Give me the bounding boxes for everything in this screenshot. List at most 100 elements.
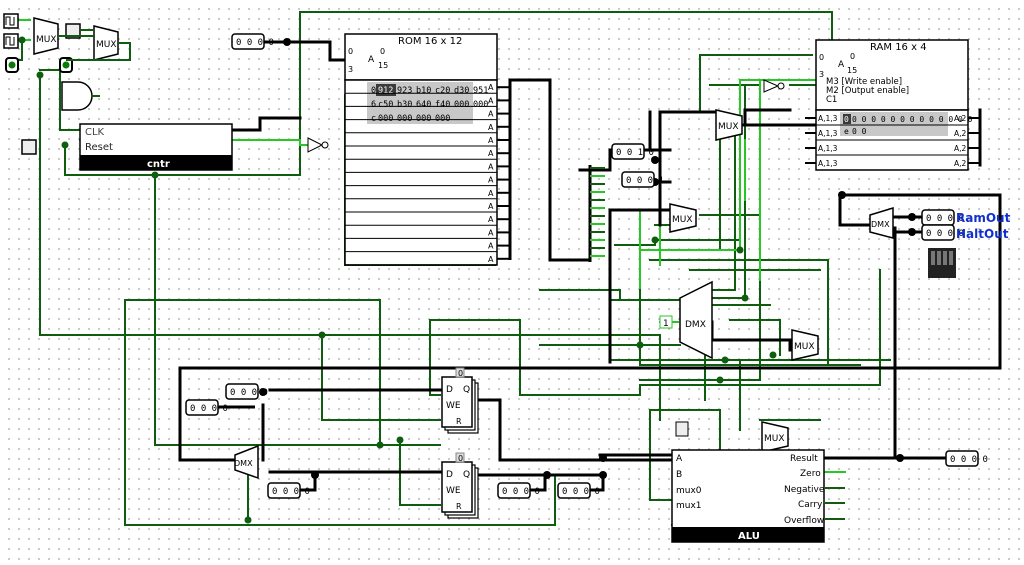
const-reg-in[interactable]: 0 0 0 0 bbox=[225, 383, 268, 400]
ram-addr-bits: 3 bbox=[819, 70, 824, 79]
clock-inputs[interactable] bbox=[3, 13, 19, 49]
rom-addr-bits: 3 bbox=[348, 65, 353, 74]
const-reg[interactable]: 0 0 0 0 bbox=[185, 399, 255, 416]
alu-out-zero: Zero bbox=[800, 469, 821, 479]
ramout-label: RamOut bbox=[956, 211, 1011, 225]
alu-input-b: B bbox=[676, 470, 682, 480]
rom-output-label: A bbox=[488, 228, 494, 237]
register-a-q: Q bbox=[463, 385, 470, 395]
const-c2[interactable]: 0 0 0 1 bbox=[621, 171, 664, 188]
register-a-d: D bbox=[446, 385, 453, 395]
ram-addr-a: A bbox=[838, 60, 845, 70]
rom-cell-2-0: 000 bbox=[378, 114, 393, 124]
ram-port-in-label: A,1,3 bbox=[818, 114, 838, 123]
ramout-output: 0 0 0 0 RamOut bbox=[921, 209, 1011, 226]
const-alu-b[interactable]: 0 0 0 0 bbox=[497, 482, 540, 499]
rom-output-label: A bbox=[488, 96, 494, 105]
rom-cell-0-3: c20 bbox=[435, 86, 450, 96]
alu-input-mux1: mux1 bbox=[676, 501, 702, 511]
register-b-d: D bbox=[446, 470, 453, 480]
ram-output-enable: M2 [Output enable] bbox=[826, 86, 909, 96]
rom-cell-0-4: d30 bbox=[454, 86, 469, 96]
const-alu-a[interactable]: 0 0 0 0 bbox=[557, 482, 600, 499]
rom-output-label: A bbox=[488, 136, 494, 145]
ram-port-in-label: A,1,3 bbox=[818, 144, 838, 153]
rom-cell-1-0: c50 bbox=[378, 100, 393, 110]
rom-range-hi: 15 bbox=[378, 61, 388, 70]
rom-output-label: A bbox=[488, 162, 494, 171]
alu-input-mux0: mux0 bbox=[676, 486, 702, 496]
rom-cell-2-2: 000 bbox=[416, 114, 431, 124]
ram-row1-addr: e bbox=[844, 127, 849, 136]
const-alu-a-value: 0 0 0 0 bbox=[562, 487, 600, 497]
rom-cell-1-2: 640 bbox=[416, 100, 431, 110]
ram-row1-data: 0 0 bbox=[852, 127, 867, 136]
rom-row-0-addr: 0 bbox=[371, 86, 376, 96]
const-reg-out[interactable]: 0 0 0 0 bbox=[267, 482, 310, 499]
mux-2: MUX bbox=[93, 25, 119, 61]
rom-cell-1-1: b30 bbox=[397, 100, 412, 110]
const-reg-in-value: 0 0 0 0 bbox=[230, 388, 268, 398]
ram-port-out-label: A,2 bbox=[954, 144, 967, 153]
ram-addr-zero: 0 bbox=[819, 53, 824, 62]
ram: RAM 16 x 4 0 3 A 0 15 M3 [Write enable] … bbox=[805, 39, 980, 171]
not-gate-ram bbox=[763, 79, 785, 93]
rom-addr-zero: 0 bbox=[348, 47, 353, 56]
dmx-output: DMX bbox=[869, 206, 894, 239]
mux-middle: MUX bbox=[669, 203, 697, 233]
ramout-value: 0 0 0 0 bbox=[926, 214, 964, 224]
mux-1-label: MUX bbox=[36, 35, 57, 45]
reset-button[interactable] bbox=[21, 139, 37, 155]
toggle-input-a[interactable] bbox=[5, 57, 19, 73]
dmx-output-label: DMX bbox=[871, 220, 890, 229]
dmx-large-select: 1 bbox=[663, 319, 669, 329]
rom-output-label: A bbox=[488, 176, 494, 185]
counter-reset-label: Reset bbox=[85, 142, 113, 153]
rom-cell-1-5: 000 bbox=[473, 100, 488, 110]
alu-out-carry: Carry bbox=[798, 500, 823, 510]
counter-name: cntr bbox=[147, 159, 170, 170]
const-c1[interactable]: 0 0 1 0 bbox=[611, 143, 654, 160]
ram-row0-data: 0 0 0 0 0 0 0 0 0 0 0 0 0 bbox=[852, 115, 973, 124]
toggle-input-b[interactable] bbox=[59, 57, 73, 73]
not-gate-rom bbox=[307, 137, 329, 153]
dmx-large: DMX 1 bbox=[659, 280, 713, 360]
rom-cell-0-5: 951 bbox=[473, 86, 488, 96]
rom-cell-1-3: f40 bbox=[435, 100, 450, 110]
rom-addr-a: A bbox=[368, 55, 375, 65]
alu-result-value: 0 0 0 0 bbox=[950, 455, 988, 465]
const-reg-value: 0 0 0 0 bbox=[190, 404, 228, 414]
rom: ROM 16 x 12 0 3 A 0 15 0 912 923 b10 c20… bbox=[344, 33, 512, 266]
ram-port-in-label: A,1,3 bbox=[818, 129, 838, 138]
register-a-id: 0 bbox=[458, 369, 463, 378]
alu-input-a: A bbox=[676, 454, 683, 464]
mux-middle-label: MUX bbox=[672, 215, 693, 225]
const-c2-value: 0 0 0 1 bbox=[626, 176, 664, 186]
rom-output-label: A bbox=[488, 215, 494, 224]
ram-port-out-label: A,2 bbox=[954, 114, 967, 123]
register-b-id: 0 bbox=[458, 454, 463, 463]
mux-right-label: MUX bbox=[794, 342, 815, 352]
const-alu-b-value: 0 0 0 0 bbox=[502, 487, 540, 497]
rom-output-label: A bbox=[488, 110, 494, 119]
mux-2-label: MUX bbox=[96, 40, 117, 50]
led-display bbox=[928, 248, 956, 278]
ram-range-hi: 15 bbox=[847, 66, 857, 75]
wire-small bbox=[58, 29, 131, 61]
address-constant-value: 0 0 0 0 bbox=[236, 38, 274, 48]
haltout-value: 0 0 0 0 bbox=[926, 229, 964, 239]
haltout-label: HaltOut bbox=[956, 227, 1009, 241]
address-constant[interactable]: 0 0 0 0 bbox=[231, 33, 274, 50]
register-b-r: R bbox=[456, 502, 462, 511]
bus-splitter bbox=[588, 165, 605, 262]
haltout-output: 0 0 0 0 HaltOut bbox=[921, 224, 1009, 241]
rom-cell-0-2: b10 bbox=[416, 86, 431, 96]
rom-range-lo: 0 bbox=[380, 47, 385, 56]
rom-cell-2-3: 000 bbox=[435, 114, 450, 124]
ram-write-enable: M3 [Write enable] bbox=[826, 77, 902, 87]
register-a-we: WE bbox=[446, 401, 461, 411]
rom-contents: 0 912 923 b10 c20 d30 951 6 c50 b30 640 … bbox=[371, 86, 488, 124]
rom-cell-2-1: 000 bbox=[397, 114, 412, 124]
